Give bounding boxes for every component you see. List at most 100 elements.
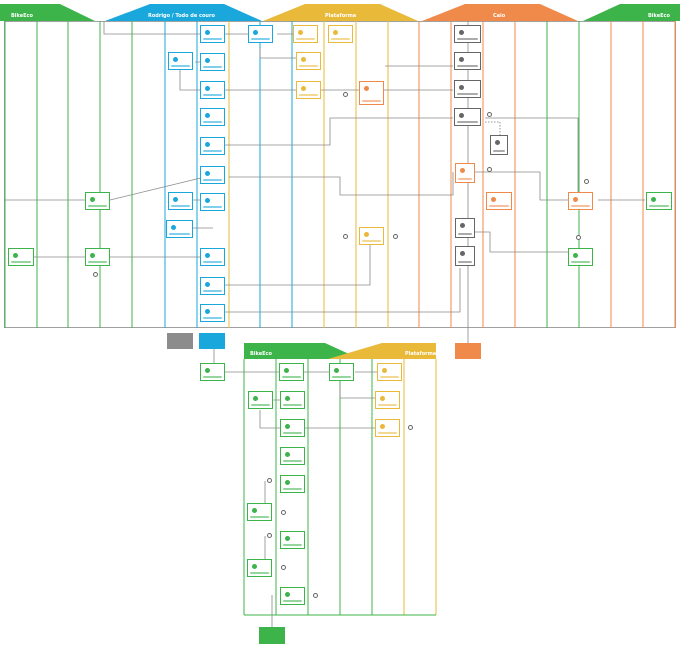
phone-card-caio	[455, 246, 475, 266]
step-marker	[281, 565, 286, 570]
persona-block-caio	[455, 343, 481, 359]
lane-label-bikeeco-bottom: BikeEco	[250, 351, 272, 357]
phone-card-caio	[455, 218, 475, 238]
touchpoint-card-bikeeco	[85, 248, 110, 266]
touchpoint-card-bottom	[280, 391, 305, 409]
icon-glyph	[173, 197, 178, 202]
lane-label-bikeeco-left: BikeEco	[11, 13, 33, 19]
icon-glyph	[301, 86, 306, 91]
lane-label-rodrigo: Rodrigo / Todo de couro	[148, 13, 215, 19]
connector-line	[255, 481, 266, 506]
icon-accent-bar	[88, 205, 107, 207]
icon-glyph	[380, 424, 385, 429]
icon-glyph	[171, 225, 176, 230]
icon-accent-bar	[283, 544, 302, 546]
icon-accent-bar	[458, 178, 472, 180]
connector-line	[470, 171, 578, 201]
icon-accent-bar	[457, 38, 478, 40]
touchpoint-card-rodrigo	[200, 25, 225, 43]
touchpoint-card-plataforma	[359, 81, 384, 105]
lane-label-plataforma-top: Plataforma	[325, 13, 357, 19]
persona-block-bikeeco	[259, 627, 285, 644]
thought-cloud-card	[168, 52, 193, 70]
persona-block-gray	[167, 333, 193, 349]
touchpoint-card-rodrigo	[200, 137, 225, 155]
step-marker	[408, 425, 413, 430]
persona-block-rodrigo	[199, 333, 225, 349]
touchpoint-card-bottom	[375, 391, 400, 409]
icon-glyph	[252, 508, 257, 513]
icon-accent-bar	[571, 205, 590, 207]
touchpoint-card-caio	[486, 192, 512, 210]
touchpoint-card-bottom	[280, 531, 305, 549]
icon-glyph	[651, 197, 656, 202]
icon-glyph	[459, 113, 464, 118]
connector-line	[259, 48, 306, 59]
icon-accent-bar	[171, 65, 190, 67]
touchpoint-card-plataforma	[359, 227, 384, 245]
icon-accent-bar	[250, 572, 269, 574]
touchpoint-card-plataforma	[328, 25, 353, 43]
icon-accent-bar	[283, 460, 302, 462]
icon-accent-bar	[378, 432, 397, 434]
icon-glyph	[380, 396, 385, 401]
icon-glyph	[491, 197, 496, 202]
icon-glyph	[285, 424, 290, 429]
step-marker	[487, 112, 492, 117]
touchpoint-card-rodrigo	[200, 193, 225, 211]
lane-label-bikeeco-right: BikeEco	[648, 13, 670, 19]
connector-line	[213, 268, 461, 313]
step-marker	[93, 272, 98, 277]
icon-glyph	[573, 197, 578, 202]
icon-accent-bar	[296, 38, 315, 40]
icon-accent-bar	[203, 317, 222, 319]
icon-glyph	[364, 86, 369, 91]
icon-accent-bar	[251, 38, 270, 40]
icon-accent-bar	[378, 404, 397, 406]
icon-accent-bar	[203, 261, 222, 263]
icon-glyph	[205, 113, 210, 118]
touchpoint-card-bikeeco	[8, 248, 34, 266]
touchpoint-card-plataforma	[248, 25, 273, 43]
touchpoint-card-bottom	[280, 587, 305, 605]
icon-accent-bar	[203, 66, 222, 68]
icon-accent-bar	[299, 94, 318, 96]
touchpoint-card-plataforma	[296, 81, 321, 99]
icon-glyph	[253, 30, 258, 35]
icon-glyph	[90, 253, 95, 258]
icon-accent-bar	[250, 516, 269, 518]
icon-accent-bar	[332, 376, 351, 378]
connector-line	[339, 385, 390, 399]
touchpoint-card-rodrigo	[200, 304, 225, 322]
touchpoint-card-rodrigo	[168, 192, 193, 210]
icon-glyph	[459, 85, 464, 90]
icon-glyph	[205, 368, 210, 373]
icon-glyph	[285, 536, 290, 541]
connector-line	[109, 174, 214, 201]
touchpoint-card-bikeeco	[85, 192, 110, 210]
touchpoint-card-rodrigo	[200, 81, 225, 99]
icon-accent-bar	[489, 205, 509, 207]
touchpoint-card-rodrigo	[166, 220, 193, 238]
icon-accent-bar	[299, 65, 318, 67]
icon-glyph	[495, 140, 500, 145]
connector-line	[470, 231, 578, 253]
touchpoint-card-plataforma	[296, 52, 321, 70]
connector-line	[485, 117, 579, 195]
icon-glyph	[573, 253, 578, 258]
dotted-connector	[485, 121, 501, 136]
icon-glyph	[301, 57, 306, 62]
step-marker	[584, 179, 589, 184]
touchpoint-card-rodrigo	[200, 166, 225, 184]
icon-accent-bar	[649, 205, 669, 207]
icon-accent-bar	[362, 240, 381, 242]
screen-card-caio	[454, 25, 481, 43]
icon-accent-bar	[282, 376, 301, 378]
icon-glyph	[285, 452, 290, 457]
icon-accent-bar	[283, 432, 302, 434]
icon-glyph	[205, 282, 210, 287]
icon-accent-bar	[11, 261, 31, 263]
touchpoint-card-bottom	[329, 363, 354, 381]
icon-accent-bar	[362, 100, 381, 102]
